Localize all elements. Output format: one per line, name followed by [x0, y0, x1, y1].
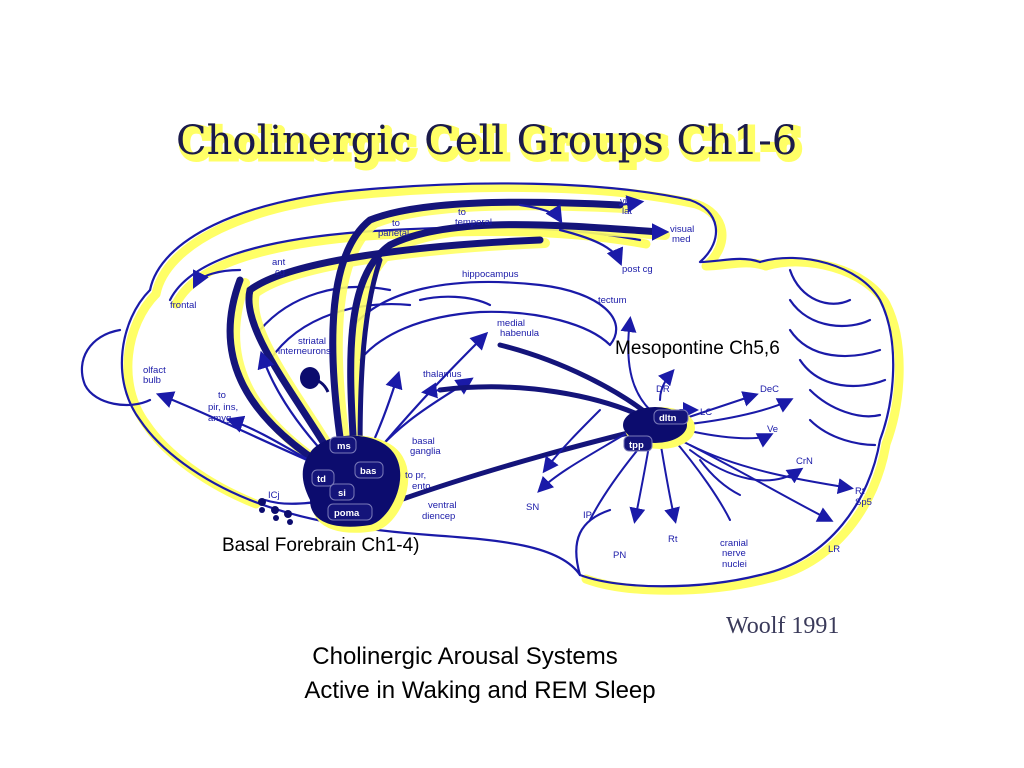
label-basal-forebrain: Basal Forebrain Ch1-4) [222, 535, 420, 556]
nuclei: ms bas td si poma dltn tpp [258, 367, 695, 533]
frontal-outline [120, 288, 252, 502]
label-post-cg: post cg [622, 264, 653, 275]
label-sn: SN [526, 502, 539, 513]
title-halo: Cholinergic Cell Groups Ch1-6 [180, 122, 801, 168]
caption-line-2: Active in Waking and REM Sleep [304, 677, 656, 704]
nucleus-td: td [317, 474, 326, 485]
cortex-outline [148, 182, 762, 292]
basal-forebrain-complex [302, 435, 401, 527]
label-crn: CrN [796, 456, 813, 467]
label-icj: ICj [268, 490, 280, 501]
title-group: Cholinergic Cell Groups Ch1-6 Cholinergi… [176, 118, 805, 172]
caption-line-1: Cholinergic Arousal Systems [312, 643, 618, 670]
fiber-to-vis-lat [329, 198, 624, 474]
nucleus-poma: poma [334, 508, 360, 519]
label-hippocampus: hippocampus [462, 269, 519, 280]
label-to-pr-ento: to pr,ento [405, 470, 431, 492]
label-lr: LR [828, 544, 840, 555]
icj-islands [258, 498, 293, 525]
nucleus-dltn: dltn [659, 413, 677, 424]
fiber-tpp-to-thalamus [437, 384, 653, 423]
nucleus-ms: ms [337, 441, 351, 452]
diagram-title: Cholinergic Cell Groups Ch1-6 [176, 118, 797, 164]
nucleus-bas: bas [360, 466, 376, 477]
fiber-tpp-to-forebrain [397, 427, 643, 503]
label-lc: LC [700, 407, 712, 418]
nucleus-tpp: tpp [629, 440, 644, 451]
label-tectum: tectum [598, 295, 627, 306]
slide-caption: Cholinergic Arousal Systems Active in Wa… [0, 640, 930, 708]
nucleus-si: si [338, 488, 346, 499]
label-mesopontine: Mesopontine Ch5,6 [615, 338, 780, 359]
fiber-to-visual-med [347, 221, 664, 474]
label-dec: DeC [760, 384, 779, 395]
label-rt: Rt [668, 534, 678, 545]
cerebellum-outline [578, 256, 895, 588]
fiber-to-frontal [226, 276, 334, 474]
fiber-to-cingulate [245, 236, 544, 474]
label-pn: PN [613, 550, 626, 561]
brainstem-fibers [374, 316, 854, 524]
projection-fibers [155, 195, 670, 505]
label-frontal: frontal [170, 300, 196, 311]
label-dr: DR [656, 384, 670, 395]
label-ve: Ve [767, 424, 778, 435]
label-ip: IP [583, 510, 592, 521]
label-thalamus: thalamus [423, 369, 462, 380]
figure-credit: Woolf 1991 [726, 613, 840, 639]
